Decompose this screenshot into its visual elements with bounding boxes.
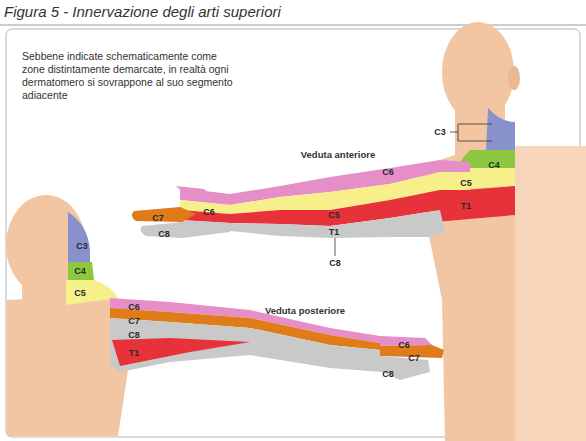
dermatome-label: T1: [329, 228, 340, 237]
dermatome-label: C4: [488, 161, 500, 170]
title-rule: [0, 25, 586, 26]
dermatome-label: C3: [434, 128, 446, 137]
dermatome-label: T1: [461, 202, 472, 211]
dermatome-label: C7: [408, 354, 420, 363]
view-title: Veduta anteriore: [301, 150, 375, 160]
view-title: Veduta posteriore: [265, 306, 345, 316]
dermatome-label: C5: [460, 179, 472, 188]
dermatome-label: C8: [128, 331, 140, 340]
dermatome-label: C6: [382, 168, 394, 177]
dermatome-label: C6: [203, 208, 215, 217]
dermatome-label: C5: [74, 289, 86, 298]
dermatome-label: C3: [76, 242, 88, 251]
dermatome-label: T1: [129, 349, 140, 358]
dermatome-label: C4: [74, 267, 86, 276]
dermatome-label: C8: [382, 370, 394, 379]
posterior-figure: [6, 195, 444, 436]
dermatome-label: C7: [128, 317, 140, 326]
note-text: Sebbene indicate schematicamente come zo…: [22, 50, 234, 102]
dermatome-label: C8: [329, 259, 341, 268]
figure-title: Figura 5 - Innervazione degli arti super…: [4, 3, 281, 20]
dermatome-label: C6: [398, 341, 410, 350]
dermatome-label: C5: [328, 211, 340, 220]
dermatome-label: C7: [152, 214, 164, 223]
dermatome-label: C8: [158, 230, 170, 239]
dermatome-label: C6: [128, 303, 140, 312]
